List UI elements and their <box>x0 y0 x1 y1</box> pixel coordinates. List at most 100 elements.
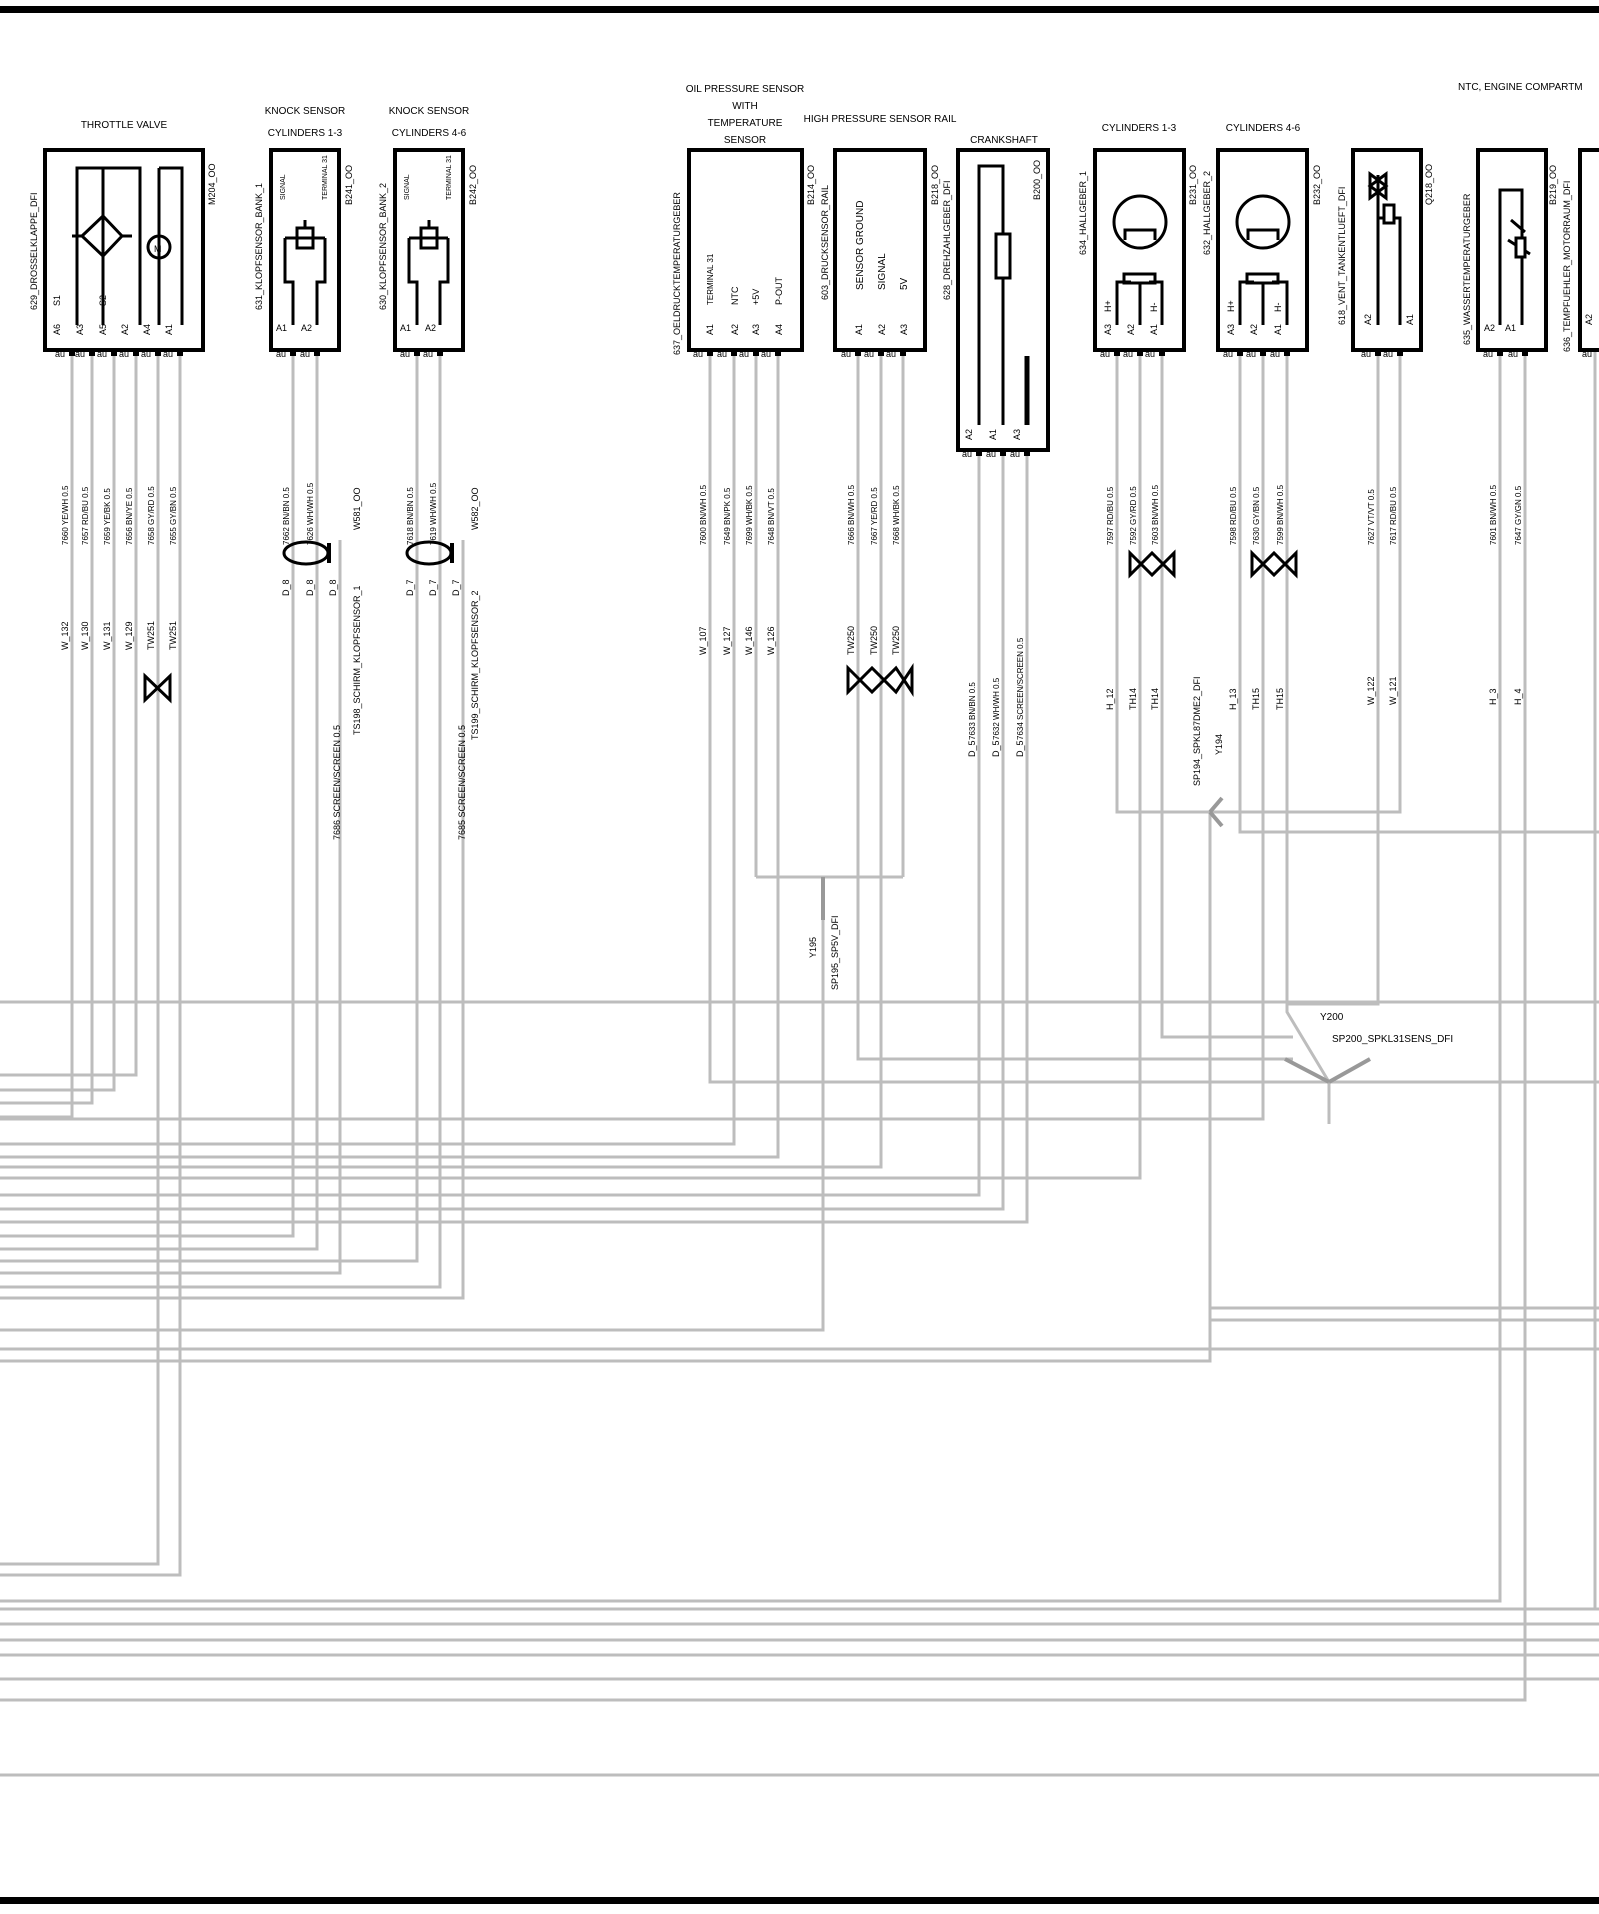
wire-hall2-a3 <box>1238 352 1599 834</box>
connector-label-oil-1: W_127 <box>722 626 732 655</box>
wire-throttle-a1 <box>0 352 182 1577</box>
splice-y195: Y195 SP195_SP5V_DFI <box>808 877 840 990</box>
wire-label-throttle-4: 7658 GY/RD 0.5 <box>147 486 156 545</box>
wire-knock1-a2 <box>0 352 319 1251</box>
shield-knock1: W581_OO TS198_SCHIRM_KLOPFSENSOR_1 7686 … <box>282 487 362 840</box>
wire-knock2-screen <box>0 540 465 1300</box>
motor-symbol <box>146 234 172 260</box>
connector-label-crank-1: D_5 <box>991 740 1001 757</box>
wire-label-hall1-0: 7597 RD/BU 0.5 <box>1106 486 1115 545</box>
component-knock-sensor-2[interactable]: 630_KLOPFSENSOR_BANK_2 B242_OO SIGNAL TE… <box>378 148 478 352</box>
pin-stub-throttle-3 <box>133 349 139 356</box>
connector-label-vent-1: W_121 <box>1388 676 1398 705</box>
knock2-ref: B242_OO <box>468 165 478 205</box>
wire-label-crank-2: 7634 SCREEN/SCREEN 0.5 <box>1016 637 1025 740</box>
throttle-pin-a6: A6 <box>52 324 62 335</box>
connector-label-knock2-0: D_7 <box>405 579 415 596</box>
connector-label-hall1-0: H_12 <box>1105 688 1115 710</box>
connector-label-throttle-0: W_132 <box>60 621 70 650</box>
splice-y194: SP194_SPKL87DME2_DFI Y194 <box>1192 676 1224 828</box>
title-oil-b: WITH <box>732 101 758 112</box>
pin-stub-throttle-1 <box>89 349 95 356</box>
hall2-int-hplus: H+ <box>1226 300 1236 312</box>
rail-ref: B218_OO <box>930 165 940 205</box>
connector-label-knock1-1: D_8 <box>305 579 315 596</box>
connector-label-water-0: H_3 <box>1488 688 1498 705</box>
component-water-temp-sensor[interactable]: 635_WASSERTEMPERATURGEBER A2 A1 <box>1462 148 1548 352</box>
pin-tag-throttle-0: au <box>55 349 65 359</box>
component-tank-vent-valve[interactable]: 618_VENT_TANKENTLUEFT_DFI Q218_OO A2 A1 <box>1337 148 1434 352</box>
component-crankshaft-sensor[interactable]: 628_DREHZAHLGEBER_DFI B200_OO A2 A1 A3 <box>942 148 1050 452</box>
shield-w581-label: W581_OO <box>352 487 362 530</box>
wire-label-knock2-1: 7619 WH/WH 0.5 <box>429 482 438 545</box>
title-crank: CRANKSHAFT <box>970 135 1038 146</box>
connector-label-throttle-1: W_130 <box>80 621 90 650</box>
wire-label-hall2-1: 7630 GY/BN 0.5 <box>1252 486 1261 545</box>
title-hall1: CYLINDERS 1-3 <box>1102 123 1177 134</box>
oil-pin-a3: A3 <box>751 324 761 335</box>
hall1-name: 634_HALLGEBER_1 <box>1078 171 1088 255</box>
component-rail-pressure-sensor[interactable]: 603_DRUCKSENSOR_RAIL B218_OO SENSOR GROU… <box>820 148 940 352</box>
wire-sp194-feed <box>0 812 1212 1363</box>
wire-label-throttle-5: 7655 GY/BN 0.5 <box>169 486 178 545</box>
component-throttle-valve[interactable]: 629_DROSSELKLAPPE_DFI M204_OO M S1 S2 A6… <box>29 148 217 352</box>
pin-tag-oil-0: au <box>693 349 703 359</box>
pin-stub-rail-0 <box>855 349 861 356</box>
pin-tag-throttle-3: au <box>119 349 129 359</box>
water-pin-a1: A1 <box>1505 323 1516 333</box>
component-oil-pressure-sensor[interactable]: 637_OELDRUCKTEMPERATURGEBER B214_OO TERM… <box>672 148 816 355</box>
pin-stub-hall1-2 <box>1159 349 1165 356</box>
oil-ref: B214_OO <box>806 165 816 205</box>
hall2-wheel-symbol <box>1235 194 1291 250</box>
hall1-pin-a1: A1 <box>1149 324 1159 335</box>
knock1-int-signal: SIGNAL <box>280 174 287 200</box>
wire-label-crank-1: 7632 WH/WH 0.5 <box>992 677 1001 740</box>
wire-crank-a1 <box>0 456 1005 1211</box>
splice-sp194-label: SP194_SPKL87DME2_DFI <box>1192 676 1202 786</box>
wire-crank-a2 <box>0 456 981 1197</box>
connector-label-knock1-2: D_8 <box>328 579 338 596</box>
component-hall-sensor-1[interactable]: 634_HALLGEBER_1 B231_OO H+ H- A3 A2 A1 <box>1078 148 1198 352</box>
oil-pin-a1: A1 <box>705 324 715 335</box>
component-hall-sensor-2[interactable]: 632_HALLGEBER_2 B232_OO H+ H- A3 A2 A1 <box>1202 148 1322 352</box>
component-titles: THROTTLE VALVE KNOCK SENSOR CYLINDERS 1-… <box>81 82 1583 146</box>
crank-coil-symbol <box>977 164 1012 425</box>
knock2-int-t31: TERMINAL 31 <box>446 155 453 200</box>
rail-pin-a2: A2 <box>877 324 887 335</box>
wire-label-oil-2: 7699 WH/BK 0.5 <box>745 485 754 545</box>
connector-label-knock1-0: D_8 <box>281 579 291 596</box>
pin-tag-throttle-2: au <box>97 349 107 359</box>
shield-ts198-label: TS198_SCHIRM_KLOPFSENSOR_1 <box>352 585 362 735</box>
vent-ref: Q218_OO <box>1424 164 1434 205</box>
wire-throttle-a3 <box>0 352 94 1105</box>
oil-name: 637_OELDRUCKTEMPERATURGEBER <box>672 192 682 355</box>
splice-y195-label: Y195 <box>808 937 818 958</box>
throttle-int-s2: S2 <box>98 295 108 306</box>
rail-pin-a1: A1 <box>854 324 864 335</box>
wire-label-vent-0: 7627 VT/VT 0.5 <box>1367 489 1376 545</box>
throttle-name: 629_DROSSELKLAPPE_DFI <box>29 192 39 310</box>
pin-tag-oil-2: au <box>739 349 749 359</box>
component-knock-sensor-1[interactable]: 631_KLOPFSENSOR_BANK_1 B241_OO SIGNAL TE… <box>254 148 354 352</box>
pin-tag-oil-1: au <box>717 349 727 359</box>
wire-label-throttle-0: 7660 YE/WH 0.5 <box>61 485 70 545</box>
hall1-pin-a3: A3 <box>1103 324 1113 335</box>
hall1-pin-a2: A2 <box>1126 324 1136 335</box>
knock1-int-t31: TERMINAL 31 <box>322 155 329 200</box>
pin-tag-knock1-1: au <box>300 349 310 359</box>
wire-label-vent-1: 7617 RD/BU 0.5 <box>1389 486 1398 545</box>
knock2-pin-a2: A2 <box>425 323 436 333</box>
connector-label-rail-0: TW250 <box>846 626 856 655</box>
wire-knock1-screen <box>0 540 342 1275</box>
crank-ref: B200_OO <box>1032 160 1042 200</box>
hall1-int-hminus: H- <box>1149 303 1159 313</box>
vent-name: 618_VENT_TANKENTLUEFT_DFI <box>1337 187 1347 325</box>
wire-label-hall1-1: 7592 GY/RD 0.5 <box>1129 486 1138 545</box>
throttle-pin-a2: A2 <box>120 324 130 335</box>
pin-stub-hall2-1 <box>1260 349 1266 356</box>
connector-label-oil-2: W_146 <box>744 626 754 655</box>
title-throttle: THROTTLE VALVE <box>81 120 168 131</box>
component-ntc-engine-compartment[interactable]: 636_TEMPFUEHLER_MOTORRAUM_DFI B219_OO A2 <box>1548 148 1599 352</box>
title-hall2: CYLINDERS 4-6 <box>1226 123 1301 134</box>
